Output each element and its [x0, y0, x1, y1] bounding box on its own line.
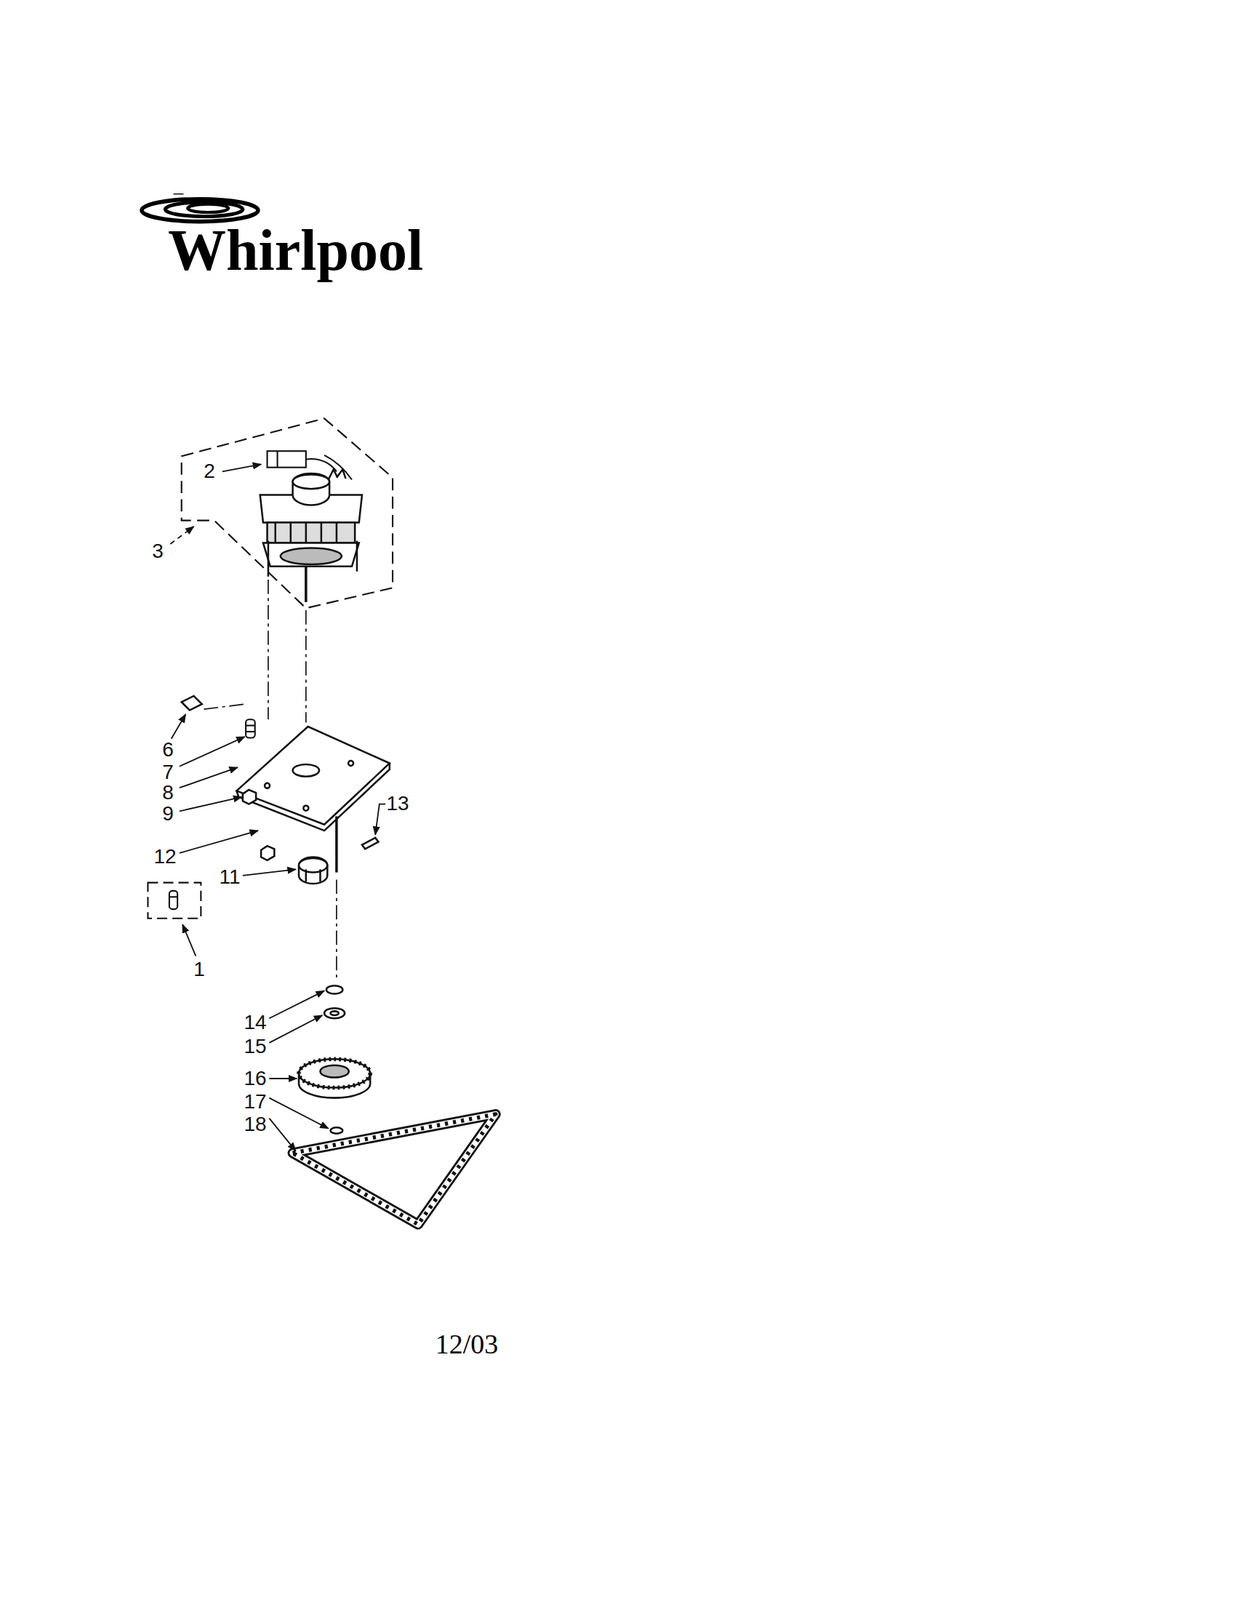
motor [260, 468, 363, 602]
logo-swirl [141, 194, 259, 222]
callout-number: 2 [203, 460, 216, 482]
callout-number: 14 [243, 1011, 267, 1033]
callout-number: 1 [193, 958, 206, 980]
part-box [147, 882, 201, 919]
screw-part [169, 890, 178, 909]
callout-number: 7 [162, 761, 174, 783]
callout-number: 17 [243, 1091, 267, 1112]
callout-number: 18 [243, 1113, 267, 1135]
callout-number: 16 [243, 1067, 267, 1089]
brand-title: Whirlpool [167, 221, 424, 280]
callout-number: 15 [243, 1035, 267, 1057]
gear-assembly [298, 985, 371, 1133]
callout-number: 6 [162, 739, 174, 760]
hardware-parts [242, 789, 379, 884]
drive-chain [292, 1113, 496, 1225]
callout-number: 9 [162, 803, 174, 824]
date-code: 12/03 [435, 1329, 499, 1358]
callout-number: 11 [218, 866, 240, 887]
callout-number: 8 [162, 782, 174, 803]
leader-lines [170, 463, 386, 1151]
callout-number: 13 [386, 793, 409, 814]
callout-number: 12 [153, 846, 176, 867]
clip-part [181, 695, 203, 711]
mounting-plate [236, 726, 389, 873]
assembly-outline [181, 418, 393, 608]
callout-number: 3 [151, 540, 164, 562]
screw-part [245, 719, 256, 738]
